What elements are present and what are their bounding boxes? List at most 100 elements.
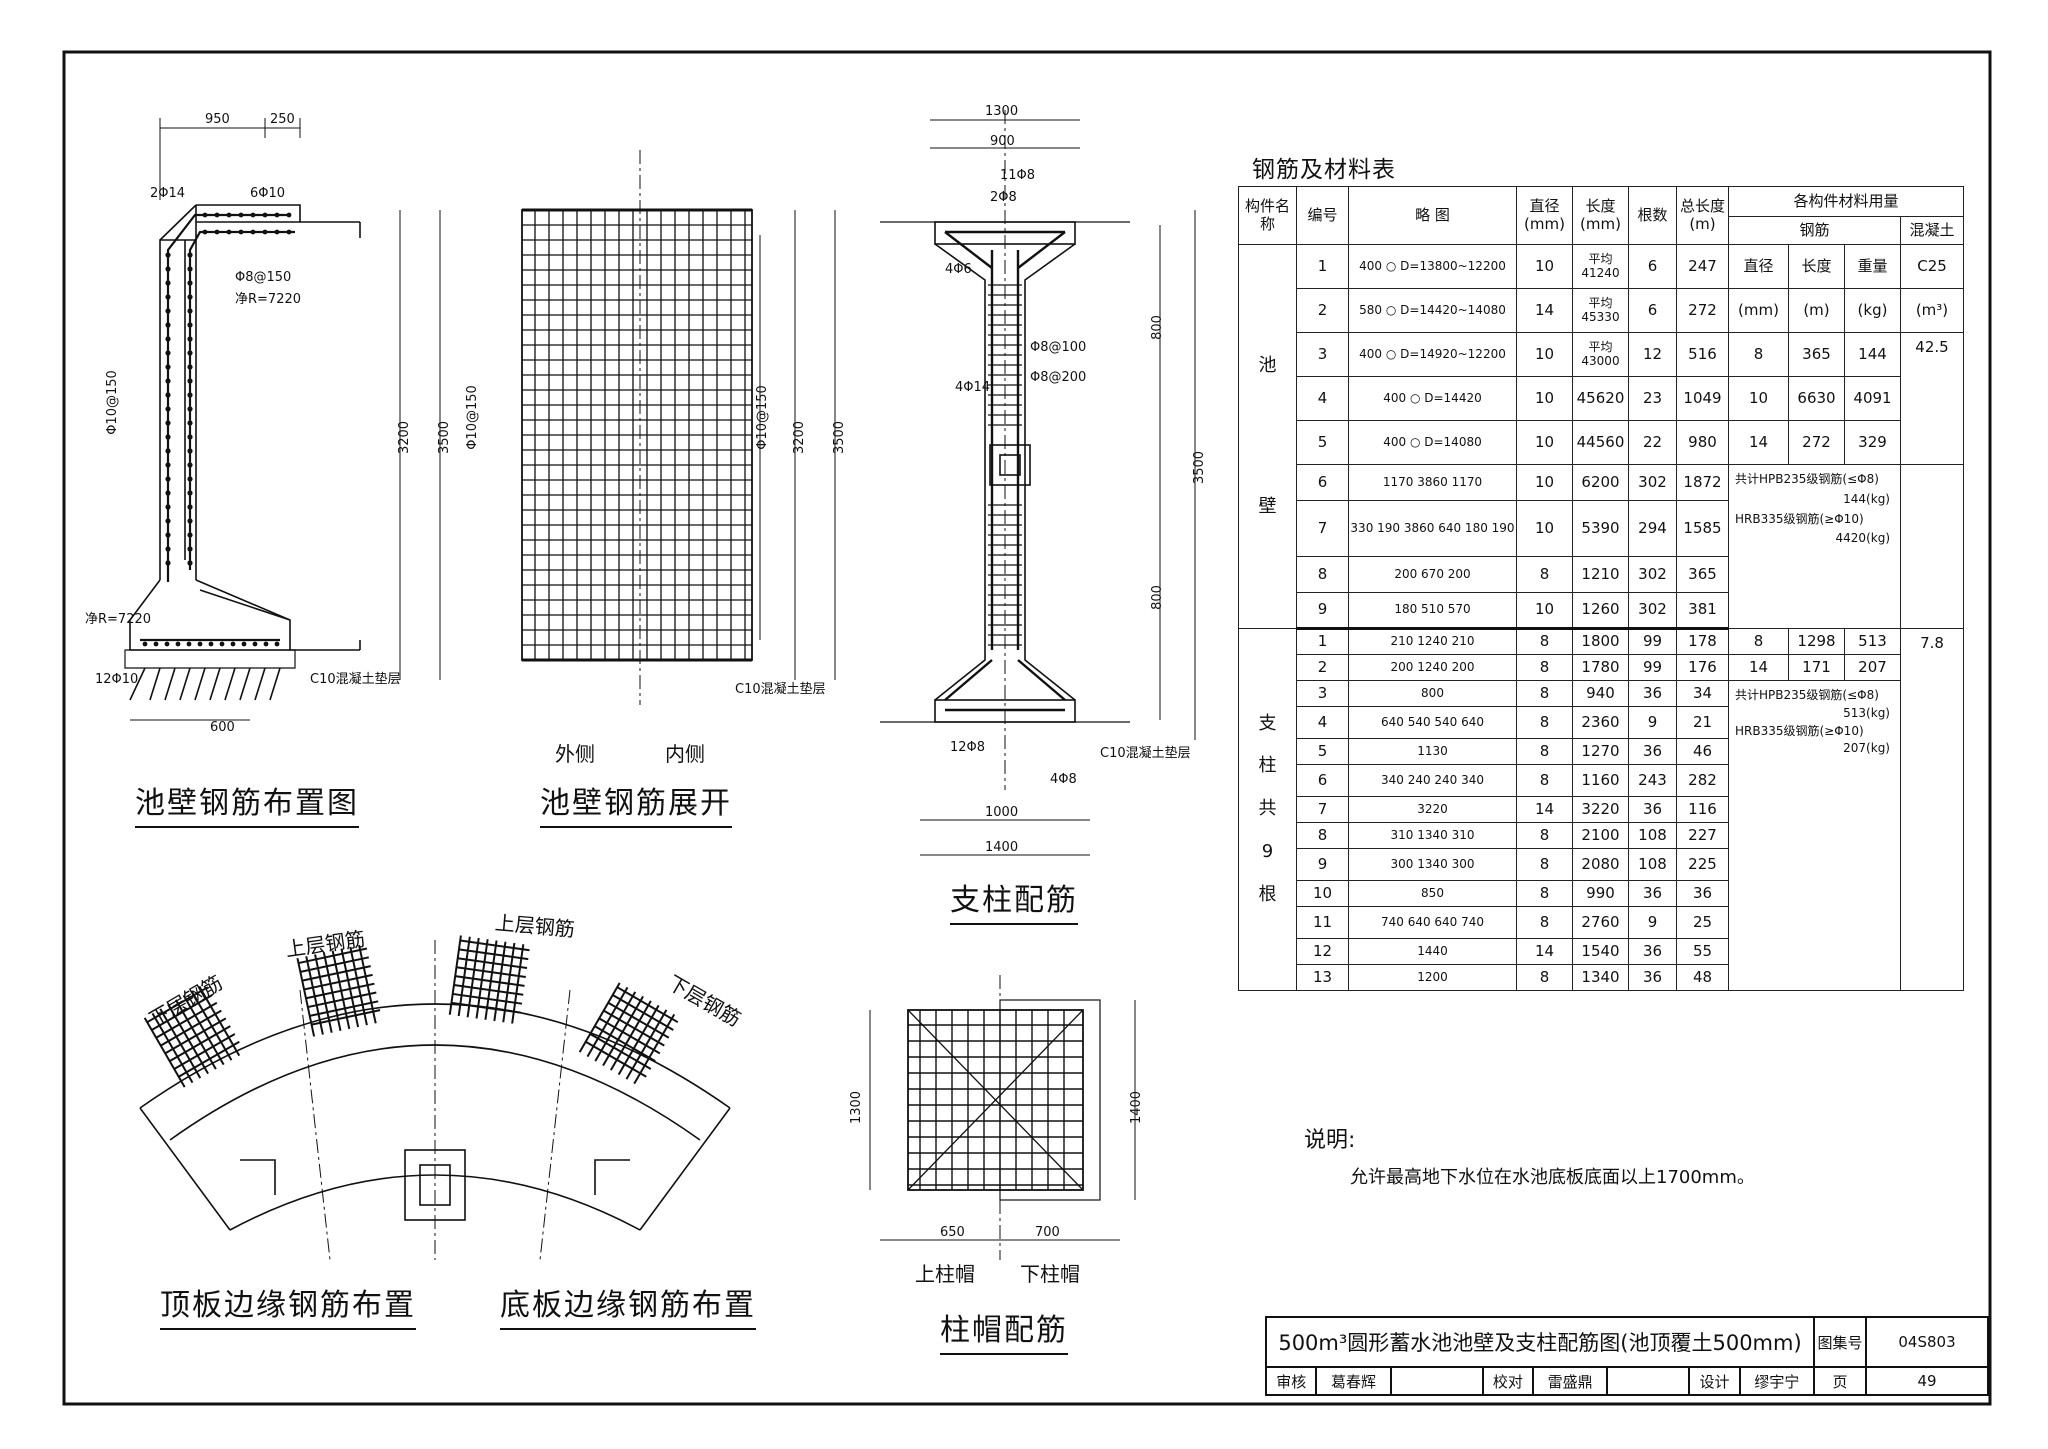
designer-name: 缪宇宁 [1738, 1366, 1816, 1396]
cell-count: 9 [1628, 706, 1677, 739]
wall-total-line: HRB335级钢筋(≥Φ10) [1735, 511, 1864, 526]
wall-total-line: 144(kg) [1843, 491, 1890, 506]
label-phi10-150-b: Φ10@150 [464, 385, 480, 450]
notes-heading: 说明: [1304, 1128, 1356, 1153]
slab-bar [598, 1017, 661, 1055]
cell-count: 302 [1628, 556, 1677, 593]
cell-dia: 8 [1516, 880, 1573, 907]
cell-len: 2760 [1572, 906, 1629, 939]
cell-count: 36 [1628, 964, 1677, 991]
label-4phi14: 4Φ14 [955, 380, 991, 395]
slab-bar [466, 937, 480, 1018]
cell-no: 5 [1296, 420, 1349, 465]
cell-sketch: 200 1240 200 [1348, 654, 1517, 681]
usage-len: 272 [1788, 420, 1845, 465]
cell-count: 23 [1628, 376, 1677, 421]
cell-len: 1210 [1572, 556, 1629, 593]
cell-sketch: 210 1240 210 [1348, 628, 1517, 655]
cell-count: 36 [1628, 680, 1677, 707]
cell-no: 8 [1296, 822, 1349, 849]
rebar-dot [219, 641, 225, 647]
cell-sketch: 400 ○ D=14420 [1348, 376, 1517, 421]
wall-unfold-drawing [521, 150, 836, 705]
cell-count: 294 [1628, 500, 1677, 557]
cell-count: 22 [1628, 420, 1677, 465]
cell-dia: 14 [1516, 938, 1573, 965]
cell-sketch: 400 ○ D=14080 [1348, 420, 1517, 465]
dim-800-b: 800 [1149, 585, 1165, 610]
slab-bar [311, 1009, 381, 1026]
cell-total: 46 [1676, 738, 1729, 765]
slab-bar [198, 985, 241, 1057]
cell-no: 2 [1296, 654, 1349, 681]
label-upper-cap: 上柱帽 [915, 1262, 975, 1286]
cell-count: 36 [1628, 880, 1677, 907]
cell-count: 36 [1628, 738, 1677, 765]
cell-sketch: 3220 [1348, 796, 1517, 823]
hdr-count: 根数 [1628, 186, 1677, 245]
cell-no: 8 [1296, 556, 1349, 593]
usage-wt: 4091 [1844, 376, 1901, 421]
hdr-usage: 各构件材料用量 [1727, 186, 1965, 217]
checker-signature [1606, 1366, 1691, 1396]
cell-count: 12 [1628, 332, 1677, 377]
rebar-dot [274, 641, 280, 647]
cell-len: 平均43000 [1572, 332, 1629, 377]
cell-dia: 10 [1516, 592, 1573, 630]
cell-dia: 10 [1516, 244, 1573, 289]
usage-dia: 8 [1728, 332, 1789, 377]
label-cushion-3: C10混凝土垫层 [1100, 746, 1191, 761]
cell-total: 21 [1676, 706, 1729, 739]
usage-concrete: 42.5 [1899, 332, 1965, 465]
cell-no: 10 [1296, 880, 1349, 907]
wall-total-line: 共计HPB235级钢筋(≤Φ8) [1735, 472, 1879, 486]
cell-len: 平均41240 [1572, 244, 1629, 289]
slab-bar [155, 1001, 218, 1039]
cell-total: 178 [1676, 628, 1729, 655]
cell-dia: 8 [1516, 706, 1573, 739]
usage-wt: 513 [1844, 628, 1901, 655]
cell-len: 1340 [1572, 964, 1629, 991]
usage-wt-hdr: 重量 [1844, 244, 1901, 289]
cell-no: 5 [1296, 738, 1349, 765]
dim-1400-col: 1400 [985, 840, 1019, 855]
slab-rebar-patch [448, 935, 530, 1024]
wall-component-name: 池壁 [1238, 244, 1297, 629]
slab-bar [475, 939, 489, 1019]
cell-total: 1049 [1676, 376, 1729, 421]
cell-total: 980 [1676, 420, 1729, 465]
slab-bar [457, 957, 528, 970]
slab-bar [146, 986, 209, 1024]
slab-bar [173, 1033, 236, 1070]
dim-1300-col: 1300 [985, 104, 1019, 119]
cell-sketch: 850 [1348, 880, 1517, 907]
usage-wt: 329 [1844, 420, 1901, 465]
drawing-title: 500m³圆形蓄水池池壁及支柱配筋图(池顶覆土500mm) [1265, 1316, 1815, 1368]
slab-bar [585, 1040, 647, 1078]
rebar-dot [197, 641, 203, 647]
dim-1400-cap: 1400 [1129, 1090, 1145, 1125]
slab-rebar-patch [143, 985, 241, 1088]
label-phi8-200: Φ8@200 [1030, 370, 1087, 385]
cell-count: 36 [1628, 796, 1677, 823]
rebar-dot [175, 641, 181, 647]
slab-bar [594, 1025, 656, 1063]
usage-blank [1899, 464, 1965, 629]
usage-dia: 14 [1728, 654, 1789, 681]
label-phi10-150-c: Φ10@150 [754, 385, 770, 450]
label-2phi14: 2Φ14 [150, 186, 186, 201]
label-12phi10: 12Φ10 [95, 672, 139, 687]
cell-sketch: 180 510 570 [1348, 592, 1517, 630]
slab-bar [617, 1004, 660, 1076]
slab-bar [633, 1013, 676, 1085]
cell-dia: 10 [1516, 376, 1573, 421]
cell-len: 1160 [1572, 764, 1629, 797]
